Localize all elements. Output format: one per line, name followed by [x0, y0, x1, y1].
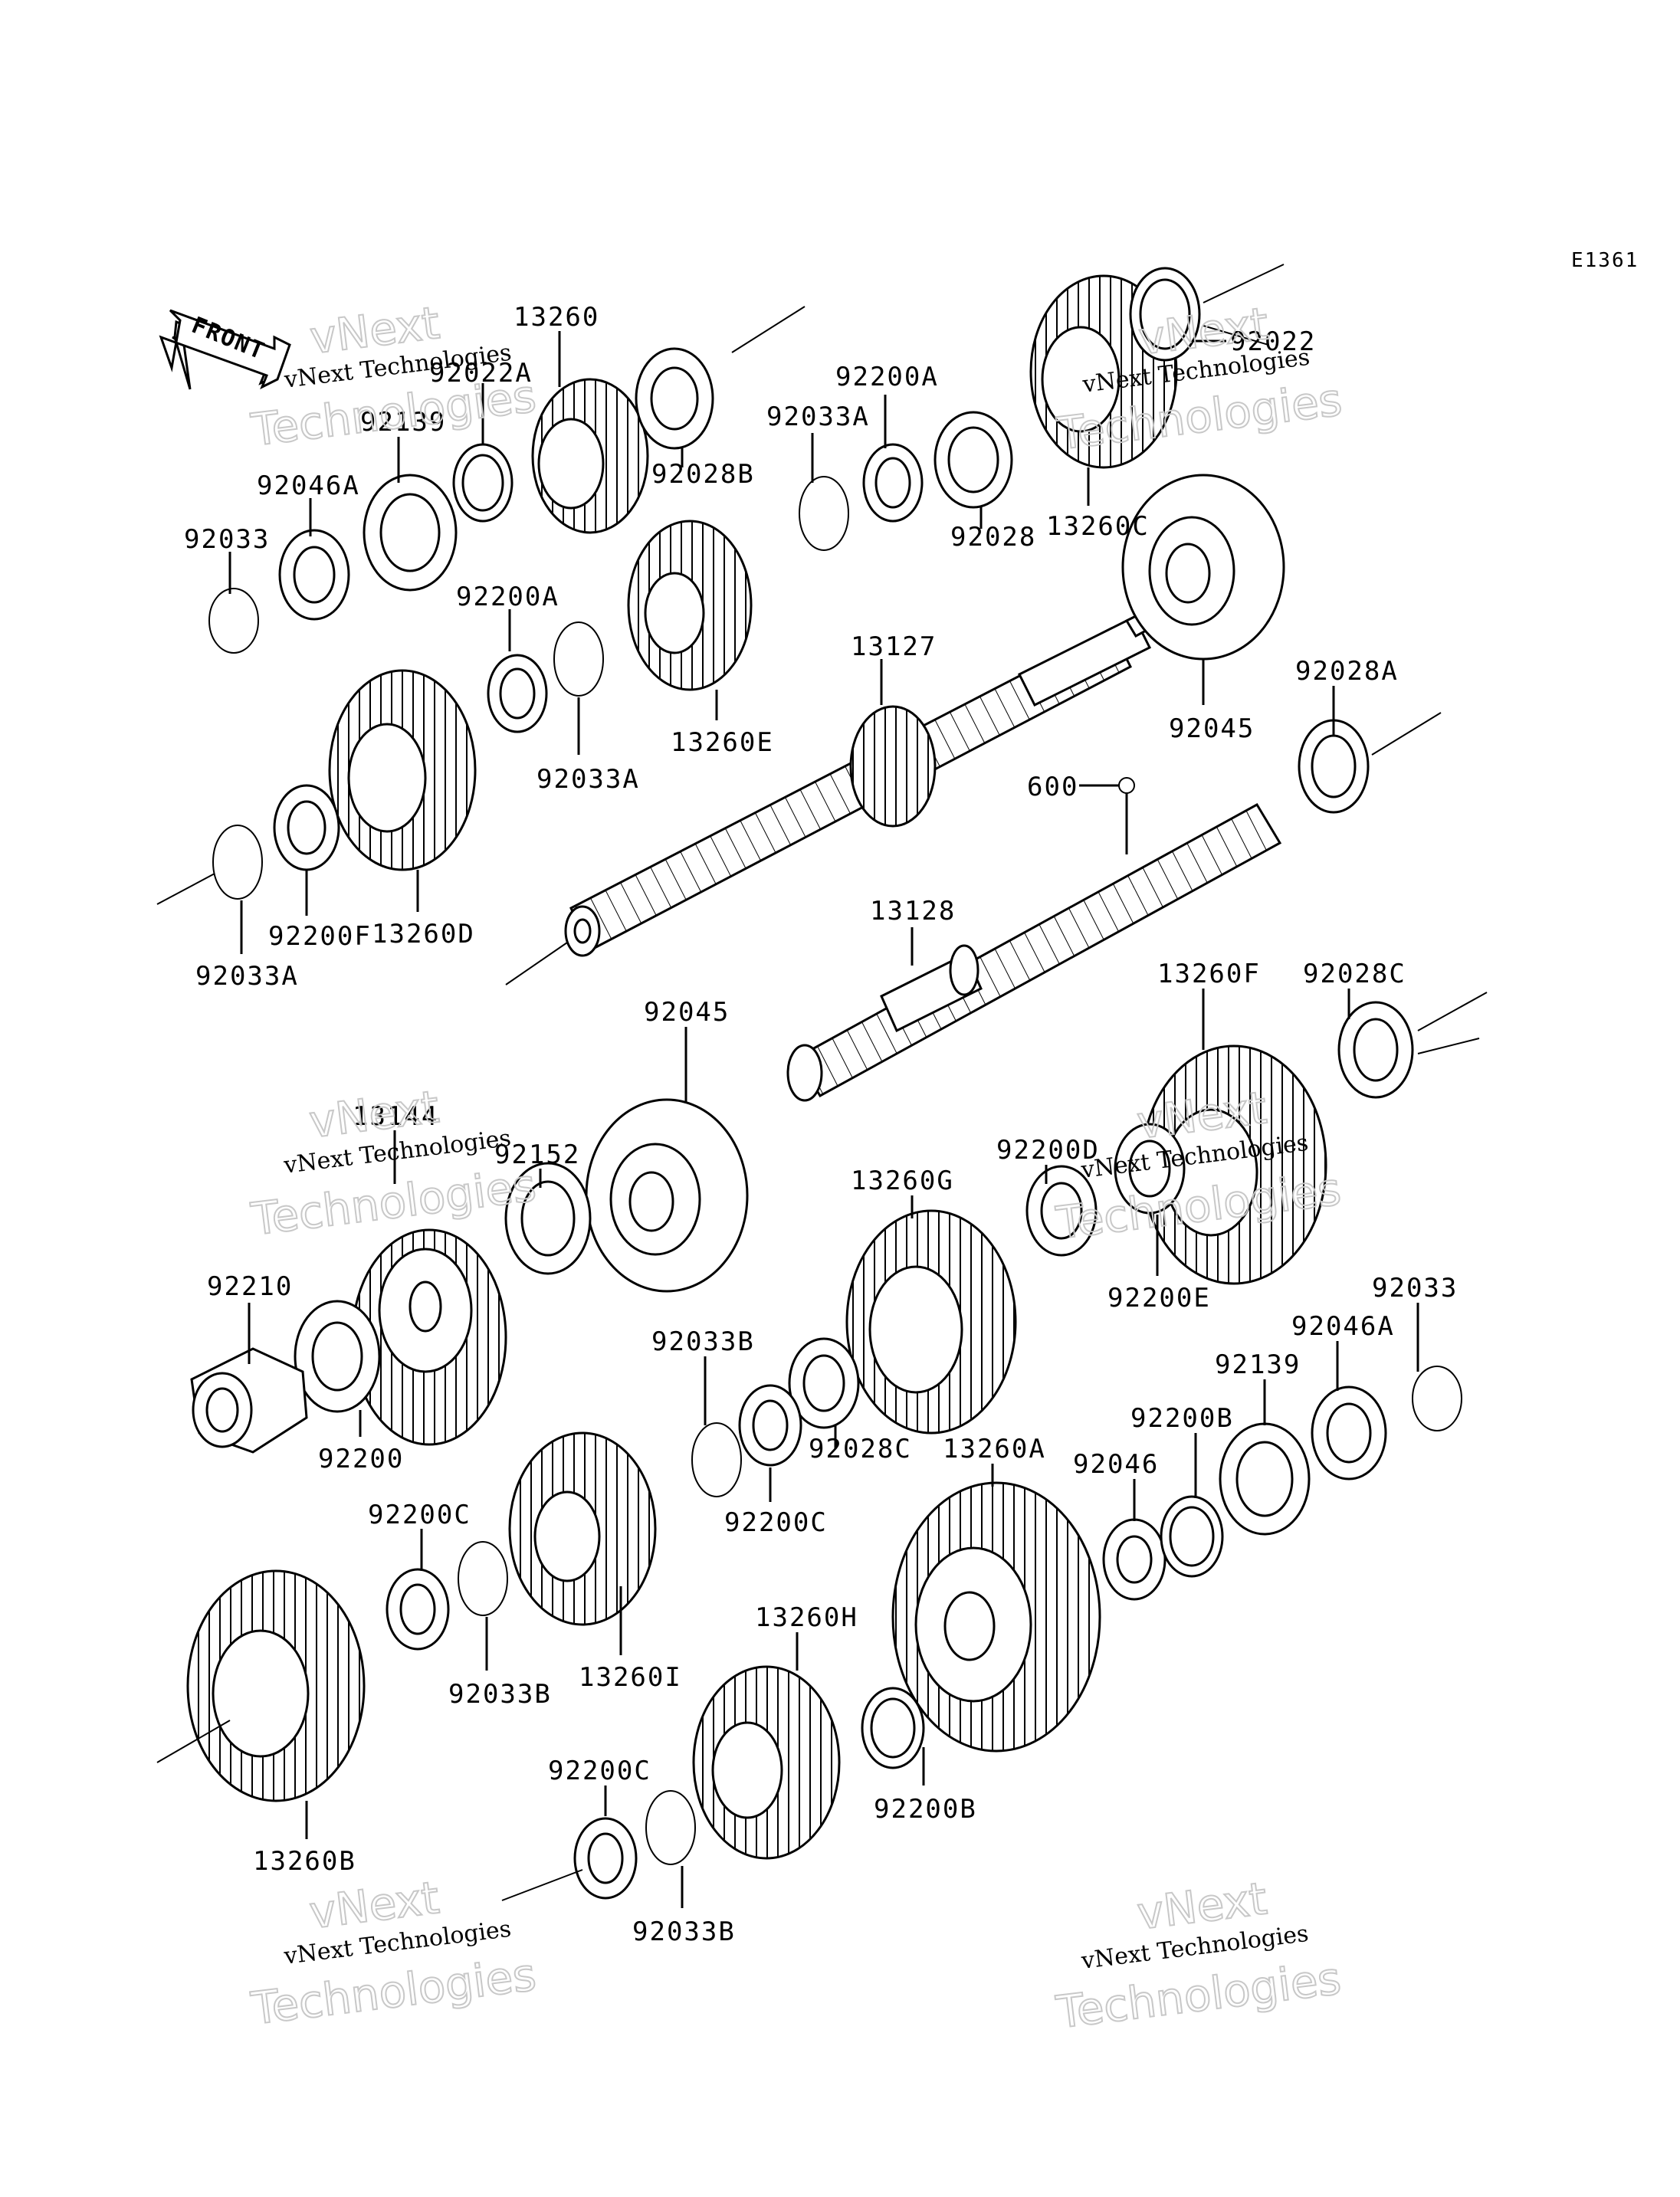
gear-13260	[531, 378, 649, 534]
circlip-92033-right	[1412, 1366, 1462, 1431]
label-13260e: 13260E	[671, 727, 774, 758]
label-92028b: 92028B	[651, 459, 755, 490]
gear-13260g	[845, 1209, 1017, 1435]
circlip-92033b-b	[458, 1541, 508, 1616]
label-92033-top: 92033	[184, 524, 270, 555]
front-arrow-icon: FRONT	[159, 309, 291, 390]
label-92200b-a: 92200B	[1130, 1403, 1234, 1434]
label-92028: 92028	[950, 522, 1036, 553]
label-92152: 92152	[494, 1139, 580, 1170]
leader-lines	[228, 331, 1419, 1908]
axis-lines	[156, 264, 1488, 1901]
label-92045-mid: 92045	[644, 997, 730, 1028]
label-13260d: 13260D	[372, 919, 475, 949]
watermark-3: vNext vNext Technologies Technologies	[248, 1080, 540, 1246]
part-labels: 13260 92022A 92139 92046A 92033 92028B 9…	[184, 302, 1458, 1947]
label-13128: 13128	[870, 896, 956, 926]
label-13260h: 13260H	[755, 1602, 858, 1633]
label-92046a-right: 92046A	[1291, 1311, 1395, 1342]
circlip-92033b-a	[691, 1422, 742, 1497]
gear-13260d	[328, 669, 477, 871]
label-92200d: 92200D	[996, 1135, 1100, 1166]
label-600: 600	[1027, 772, 1078, 802]
label-92139: 92139	[360, 407, 446, 438]
label-92210: 92210	[207, 1271, 293, 1302]
label-92046a-top: 92046A	[257, 471, 360, 501]
label-13260g: 13260G	[851, 1166, 954, 1196]
label-92200b-b: 92200B	[874, 1794, 977, 1825]
label-92033b-a: 92033B	[651, 1326, 755, 1357]
label-92200e: 92200E	[1107, 1283, 1211, 1313]
label-13260b: 13260B	[253, 1846, 356, 1877]
label-92139-right: 92139	[1215, 1349, 1301, 1380]
gear-13260f	[1140, 1044, 1327, 1285]
drive-shaft-13128	[786, 802, 1282, 1102]
label-92033-right: 92033	[1372, 1273, 1458, 1303]
label-92033a-left: 92033A	[195, 961, 299, 992]
gear-13127	[849, 705, 937, 828]
label-13144: 13144	[353, 1101, 438, 1132]
label-92200a-mid: 92200A	[456, 582, 559, 612]
label-92200c-c: 92200C	[548, 1756, 651, 1786]
label-13260a: 13260A	[943, 1434, 1046, 1464]
nut-92210	[190, 1347, 308, 1454]
label-92022a: 92022A	[429, 358, 533, 389]
gear-13260h	[692, 1665, 841, 1860]
label-13260c: 13260C	[1046, 511, 1150, 542]
label-92028a: 92028A	[1295, 656, 1399, 687]
bearing-92045-mid	[585, 1098, 749, 1293]
circlip-92033b-c	[645, 1790, 696, 1865]
label-13127: 13127	[851, 631, 937, 662]
label-92200: 92200	[318, 1444, 404, 1474]
label-92200c-b: 92200C	[368, 1500, 471, 1530]
circlip-92033a-mid	[553, 621, 604, 697]
watermark-6: vNext vNext Technologies Technologies	[1052, 1871, 1344, 2039]
gear-13260e	[627, 520, 753, 691]
label-92045-top: 92045	[1169, 713, 1255, 744]
label-92033b-b: 92033B	[448, 1679, 552, 1710]
label-92046: 92046	[1073, 1449, 1159, 1480]
diagram-code: E1361	[1571, 249, 1639, 272]
gear-13260a	[891, 1481, 1101, 1753]
label-92200c-a: 92200C	[724, 1507, 828, 1538]
label-13260: 13260	[514, 302, 599, 333]
label-92033a-top: 92033A	[766, 402, 870, 432]
label-92200a-top: 92200A	[835, 362, 939, 392]
gear-13144	[351, 1228, 507, 1446]
circlip-92033a-top	[799, 476, 849, 551]
gear-13260i	[508, 1431, 657, 1626]
label-92033b-c: 92033B	[632, 1917, 736, 1947]
label-92028c-right: 92028C	[1303, 959, 1406, 989]
label-92022: 92022	[1230, 326, 1316, 357]
label-13260f: 13260F	[1157, 959, 1261, 989]
circlip-92033-top	[208, 588, 259, 654]
label-92028c-mid: 92028C	[809, 1434, 912, 1464]
watermark-5: vNext vNext Technologies Technologies	[248, 1871, 540, 2035]
gear-13260b	[186, 1569, 366, 1802]
circlip-92033a-left	[212, 825, 263, 900]
label-92033a-mid: 92033A	[536, 764, 640, 795]
label-92200f: 92200F	[268, 921, 372, 952]
bearing-92045-top	[1121, 474, 1285, 661]
label-13260i: 13260I	[579, 1662, 682, 1693]
